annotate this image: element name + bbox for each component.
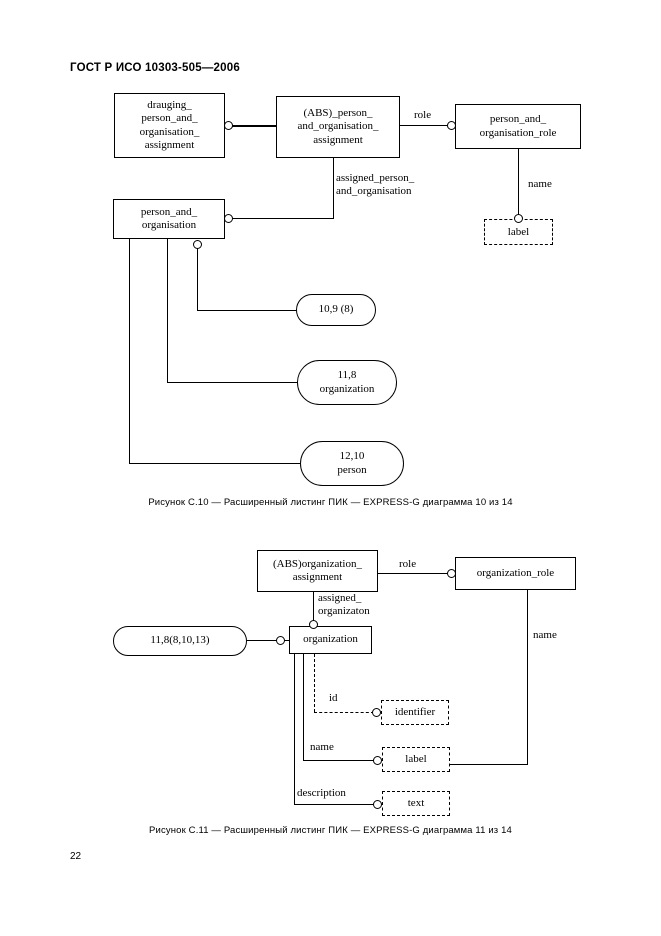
type-box-identifier[interactable]: identifier — [381, 700, 449, 725]
relationship-line-11-8-horizontal — [167, 382, 298, 383]
relationship-line-assigned-organizaton — [313, 592, 314, 623]
page-reference-11-8[interactable]: 11,8 organization — [297, 360, 397, 405]
attribute-label-assigned-organizaton: assigned_ organizaton — [318, 592, 370, 617]
attribute-label-description: description — [297, 787, 346, 799]
attribute-label-name: name — [528, 178, 552, 190]
figure-1-caption: Рисунок С.10 — Расширенный листинг ПИК —… — [148, 497, 513, 508]
connector-circle-name-attr — [373, 756, 382, 765]
relationship-line-11-8-vertical — [167, 239, 168, 382]
connector-circle-role — [447, 121, 456, 130]
connector-circle-name — [514, 214, 523, 223]
relationship-line-10-9-vertical — [197, 248, 198, 310]
relationship-line-id-horizontal — [314, 712, 374, 713]
relationship-line-description-horizontal — [294, 804, 375, 805]
attribute-label-name-role: name — [533, 629, 557, 641]
relationship-line-id-vertical — [314, 654, 315, 712]
relationship-line-name-attr-horizontal — [303, 760, 375, 761]
entity-person-and-organisation[interactable]: person_and_ organisation — [113, 199, 225, 239]
connector-circle-role-2 — [447, 569, 456, 578]
connector-circle-assigned-organizaton — [309, 620, 318, 629]
relationship-line-page-ref-organization — [247, 640, 289, 641]
relationship-line-assigned-person-horizontal — [231, 218, 334, 219]
connector-circle-subtype-10-9 — [193, 240, 202, 249]
attribute-label-id: id — [329, 692, 338, 704]
entity-person-and-organisation-role[interactable]: person_and_ organisation_role — [455, 104, 581, 149]
attribute-label-role: role — [414, 109, 432, 121]
entity-organization[interactable]: organization — [289, 626, 372, 654]
relationship-line-12-10-vertical — [129, 239, 130, 463]
page-reference-10-9[interactable]: 10,9 (8) — [296, 294, 376, 326]
entity-drauging-person-and-organisation-assignment[interactable]: drauging_ person_and_ organisation_ assi… — [114, 93, 225, 158]
page-reference-12-10[interactable]: 12,10 person — [300, 441, 404, 486]
type-box-label[interactable]: label — [484, 219, 553, 245]
connector-circle-assigned-person — [224, 214, 233, 223]
standard-header: ГОСТ Р ИСО 10303-505—2006 — [70, 62, 240, 74]
page-reference-11-8-8-10-13[interactable]: 11,8(8,10,13) — [113, 626, 247, 656]
attribute-label-role-2: role — [399, 558, 417, 570]
relationship-line-10-9-horizontal — [197, 310, 297, 311]
entity-organization-role[interactable]: organization_role — [455, 557, 576, 590]
relationship-line-description-vertical — [294, 654, 295, 804]
type-box-label-2[interactable]: label — [382, 747, 450, 772]
entity-abs-person-and-organisation-assignment[interactable]: (ABS)_person_ and_organisation_ assignme… — [276, 96, 400, 158]
attribute-label-assigned-person-and-organisation: assigned_person_ and_organisation — [336, 172, 415, 197]
connector-circle-organization-left — [276, 636, 285, 645]
relationship-line-drauging-to-abs-person — [232, 125, 276, 127]
connector-circle-id — [372, 708, 381, 717]
relationship-line-name-2-horizontal — [450, 764, 528, 765]
relationship-line-assigned-person-vertical — [333, 158, 334, 218]
connector-circle-drauging — [224, 121, 233, 130]
relationship-line-role-2 — [378, 573, 455, 574]
type-box-text[interactable]: text — [382, 791, 450, 816]
entity-abs-organization-assignment[interactable]: (ABS)organization_ assignment — [257, 550, 378, 592]
relationship-line-12-10-horizontal — [129, 463, 302, 464]
page-number: 22 — [70, 851, 82, 862]
attribute-label-name-2: name — [310, 741, 334, 753]
figure-2-caption: Рисунок С.11 — Расширенный листинг ПИК —… — [149, 825, 512, 836]
relationship-line-name-attr-vertical — [303, 654, 304, 760]
connector-circle-description — [373, 800, 382, 809]
relationship-line-name-2-vertical — [527, 590, 528, 764]
relationship-line-name — [518, 149, 519, 219]
relationship-line-role — [400, 125, 455, 126]
